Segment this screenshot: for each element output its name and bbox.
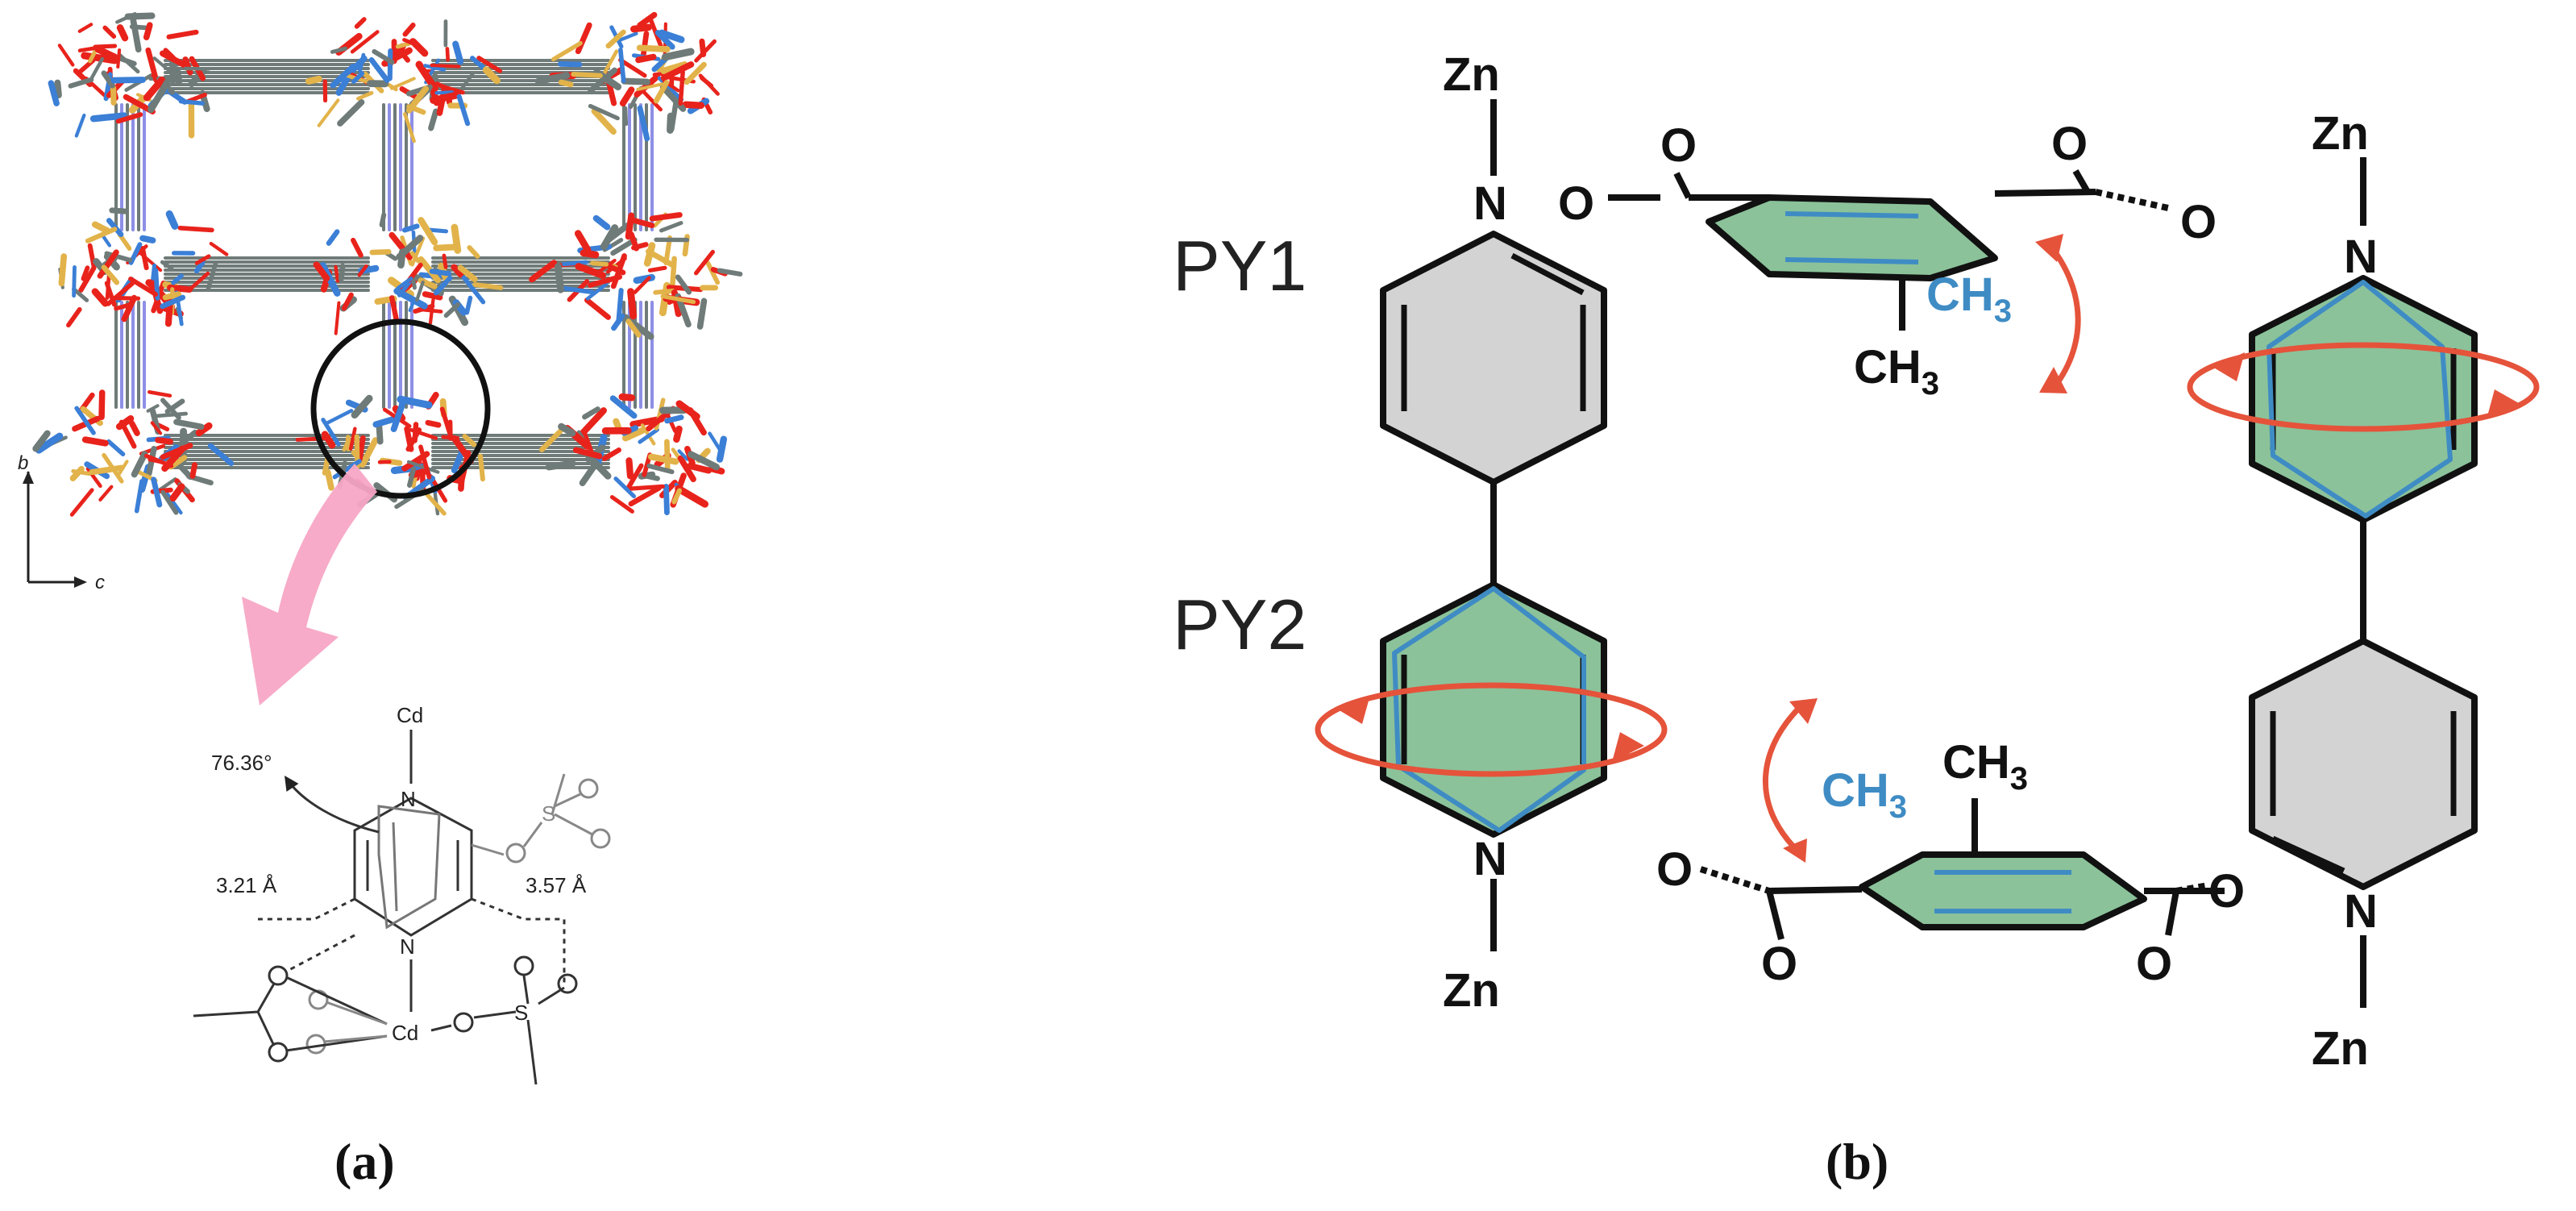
zn-bottom-left: Zn: [1443, 964, 1500, 1017]
sulfonate-s-top: S: [542, 801, 555, 826]
angle-label: 76.36°: [211, 751, 272, 775]
ring-n-bottom: N: [400, 934, 415, 959]
o-bot-1: O: [1656, 843, 1693, 896]
methyl-black-bottom: CH3: [1942, 736, 2028, 797]
cd-center-label: Cd: [392, 1021, 418, 1045]
o-top-1: O: [1558, 177, 1594, 230]
distance-left: 3.21 Å: [216, 873, 277, 897]
axis-b-label: b: [18, 452, 28, 474]
o-bot-2: O: [1761, 938, 1797, 990]
crystal-structure: [35, 14, 740, 514]
py1-label: PY1: [1173, 226, 1307, 306]
o-top-3: O: [2051, 118, 2088, 170]
o-top-4: O: [2180, 196, 2217, 248]
n-top-right: N: [2344, 231, 2378, 283]
top-linker-ring: [1709, 198, 1995, 278]
o-top-2: O: [1660, 119, 1697, 172]
methyl-black-top: CH3: [1854, 341, 1939, 402]
n-bottom-right: N: [2344, 885, 2378, 938]
distance-right: 3.57 Å: [526, 873, 587, 897]
methyl-blue-top: CH3: [1926, 268, 2012, 329]
methyl-blue-bottom: CH3: [1822, 764, 1907, 825]
o-bot-3: O: [2136, 938, 2172, 990]
right-top-ring: [2252, 278, 2474, 520]
top-methyl-flip-arrow: [2047, 242, 2078, 391]
zn-top-right: Zn: [2312, 107, 2369, 160]
caption-a: (a): [334, 1133, 395, 1190]
o-bot-4: O: [2208, 865, 2245, 918]
py1-ring: [1383, 234, 1604, 482]
zn-top-left: Zn: [1443, 48, 1500, 101]
zoom-arrow: [242, 464, 377, 705]
right-bottom-ring: [2252, 641, 2474, 887]
axis-c-label: c: [95, 572, 105, 593]
py2-ring: [1383, 585, 1604, 834]
sulfonate-s-bottom: S: [514, 1001, 528, 1025]
ring-n-top: N: [401, 787, 416, 811]
py2-label: PY2: [1173, 585, 1307, 664]
zn-bottom-right: Zn: [2312, 1022, 2369, 1075]
caption-b: (b): [1826, 1133, 1888, 1190]
scheme-b: Zn N PY1 PY2 N Zn O O O O CH3 CH3: [1173, 48, 2537, 1075]
cd-top-label: Cd: [397, 703, 423, 727]
bottom-linker-ring: [1862, 855, 2144, 927]
n-bottom-left: N: [1473, 833, 1507, 885]
n-top-left: N: [1473, 177, 1507, 230]
coordination-detail: Cd N N 76.36° S 3.21 Å 3.57 Å: [193, 703, 609, 1084]
bottom-methyl-flip-arrow: [1765, 705, 1801, 847]
